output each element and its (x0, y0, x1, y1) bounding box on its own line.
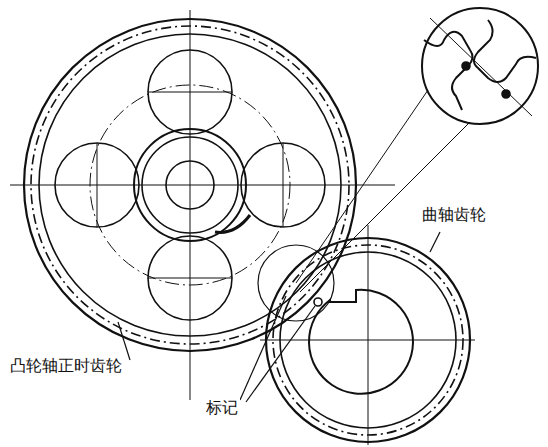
leader-lines (118, 232, 440, 402)
part-label: 凸轮轴正时齿轮 (8, 356, 124, 375)
camshaft-gear (10, 10, 395, 400)
part-label: 标记 (204, 398, 240, 417)
crankshaft-gear (260, 225, 475, 445)
part-label: 曲轴齿轮 (420, 205, 488, 224)
magnified-detail (296, 8, 538, 292)
